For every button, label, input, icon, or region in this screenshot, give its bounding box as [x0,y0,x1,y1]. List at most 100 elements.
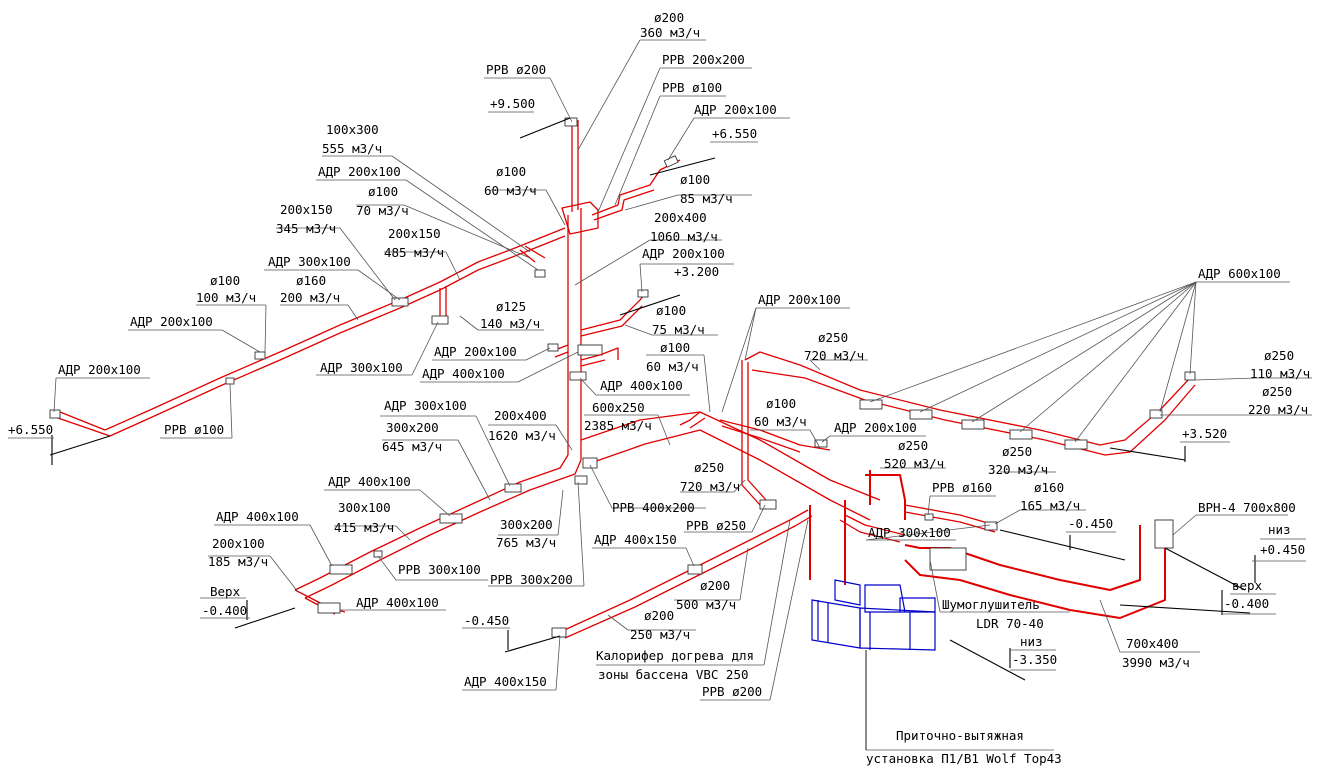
label-adr-600x100: АДР 600x100 [1198,266,1281,281]
label-f555: 555 м3/ч [322,141,382,156]
label-d250-320: ø250 [1002,444,1032,459]
label-f60-b: 60 м3/ч [646,359,699,374]
adr-300x100-c-grille [504,483,522,493]
label-lvl-3200: +3.200 [674,264,719,279]
label-shum-1: Шумоглушитель [942,597,1040,612]
unit-link-duct [839,514,906,543]
label-s200x400-mid: 200x400 [494,408,547,423]
adr-200x100-a-grille [534,269,546,278]
adr-600x100-1 [859,399,883,410]
label-adr-200x100-right: АДР 200x100 [758,292,841,307]
label-s200x150-b: 200x150 [388,226,441,241]
label-adr-200x100-left: АДР 200x100 [58,362,141,377]
branch-d100-70 [519,245,546,263]
label-d100-g: ø100 [766,396,796,411]
label-rrv-d100-top: PPB ø100 [662,80,722,95]
label-f185: 185 м3/ч [208,554,268,569]
label-rrv-d160: PPB ø160 [932,480,992,495]
branch-d100-upper-right [591,159,681,221]
label-rrv-d200-top: PPB ø200 [486,62,546,77]
label-lvl-m0400-a: -0.400 [202,603,247,618]
label-adr-200x100-a: АДР 200x100 [318,164,401,179]
label-f345: 345 м3/ч [276,221,336,236]
top-riser-d200 [571,120,579,212]
adr-200x100-d-grille [547,343,559,352]
label-d160-b: ø160 [1034,480,1064,495]
branch-d160 [904,504,996,533]
label-adr-400x100-e: АДР 400x100 [356,595,439,610]
label-f100: 100 м3/ч [196,290,256,305]
label-lvl-0450: +0.450 [1260,542,1305,557]
label-s200x100: 200x100 [212,536,265,551]
label-kal-1: Калорифер догрева для [596,648,754,663]
adr-600x100-5 [1064,439,1088,450]
label-rrv-d250: PPB ø250 [686,518,746,533]
label-unit-2: установка П1/В1 Wolf Top43 [866,751,1062,766]
upper-d250-duct [744,351,1196,456]
vrn4-valve [1154,519,1174,549]
leader-lines [8,39,1312,751]
adr-200x100-left-mid [254,351,266,360]
unit-panel-lines [817,600,911,650]
branch-d100-60-right [719,419,831,453]
adr-600x100-6 [1149,409,1163,419]
adr-400x100-b-grille [569,371,587,381]
adr-400x100-a-grille [577,344,603,356]
label-d250-520: ø250 [898,438,928,453]
label-f3990: 3990 м3/ч [1122,655,1190,670]
label-f415: 415 м3/ч [334,520,394,535]
adr-600x100-2 [909,409,933,420]
label-verh-b: верх [1232,578,1263,593]
label-f70: 70 м3/ч [356,203,409,218]
label-lvl-3520: +3.520 [1182,426,1227,441]
label-f765: 765 м3/ч [496,535,556,550]
label-d100-c: ø100 [680,172,710,187]
label-f500: 500 м3/ч [676,597,736,612]
adr-200x100-e-grille [814,439,828,448]
label-adr-300x100-b: АДР 300x100 [320,360,403,375]
label-d200-500: ø200 [700,578,730,593]
label-d200-250: ø200 [644,608,674,623]
label-f75: 75 м3/ч [652,322,705,337]
label-lvl-m0450-b: -0.450 [464,613,509,628]
label-f220: 220 м3/ч [1248,402,1308,417]
label-adr-300x100-a: АДР 300x100 [268,254,351,269]
label-s300x200-b: 300x200 [500,517,553,532]
branch-d125 [439,286,447,318]
label-rrv-300x200: PPB 300x200 [490,572,573,587]
label-f250: 250 м3/ч [630,627,690,642]
label-lvl-m0450-a: -0.450 [1068,516,1113,531]
label-lvl-9500: +9.500 [490,96,535,111]
label-s200x150-a: 200x150 [280,202,333,217]
label-top-d200: ø200 [654,10,684,25]
adr-200x100-top-grille [663,155,679,168]
label-rrv-200x200: PPB 200x200 [662,52,745,67]
branch-d100-60c [679,411,706,429]
rrv-d160-damper [924,513,934,521]
label-rrv-d200-bot: PPB ø200 [702,684,762,699]
label-rrv-d100-left: PPB ø100 [164,422,224,437]
label-lvl-m0400-b: -0.400 [1224,596,1269,611]
label-vrn4: ВРН-4 700x800 [1198,500,1296,515]
label-s200x400-top: 200x400 [654,210,707,225]
rrv-300x100-damper [373,550,383,558]
label-f60-a: 60 м3/ч [484,183,537,198]
label-rrv-400x200: PPB 400x200 [612,500,695,515]
label-d125: ø125 [496,299,526,314]
label-s300x200-a: 300x200 [386,420,439,435]
label-d100-d: ø100 [210,273,240,288]
label-lvl-m3350: -3.350 [1012,652,1057,667]
label-f320: 320 м3/ч [988,462,1048,477]
label-f165: 165 м3/ч [1020,498,1080,513]
label-lvl-6550-left: +6.550 [8,422,53,437]
label-d250-110: ø250 [1264,348,1294,363]
labels: ø200 360 м3/ч PPB ø200 PPB 200x200 PPB ø… [8,10,1310,766]
label-f85: 85 м3/ч [680,191,733,206]
label-d250-a: ø250 [818,330,848,345]
adr-400x100-d-grille [329,564,353,575]
adr-400x150-a-grille [687,564,703,575]
rrv-400x200-damper [582,457,598,469]
label-f645: 645 м3/ч [382,439,442,454]
level-lines [49,117,1256,681]
